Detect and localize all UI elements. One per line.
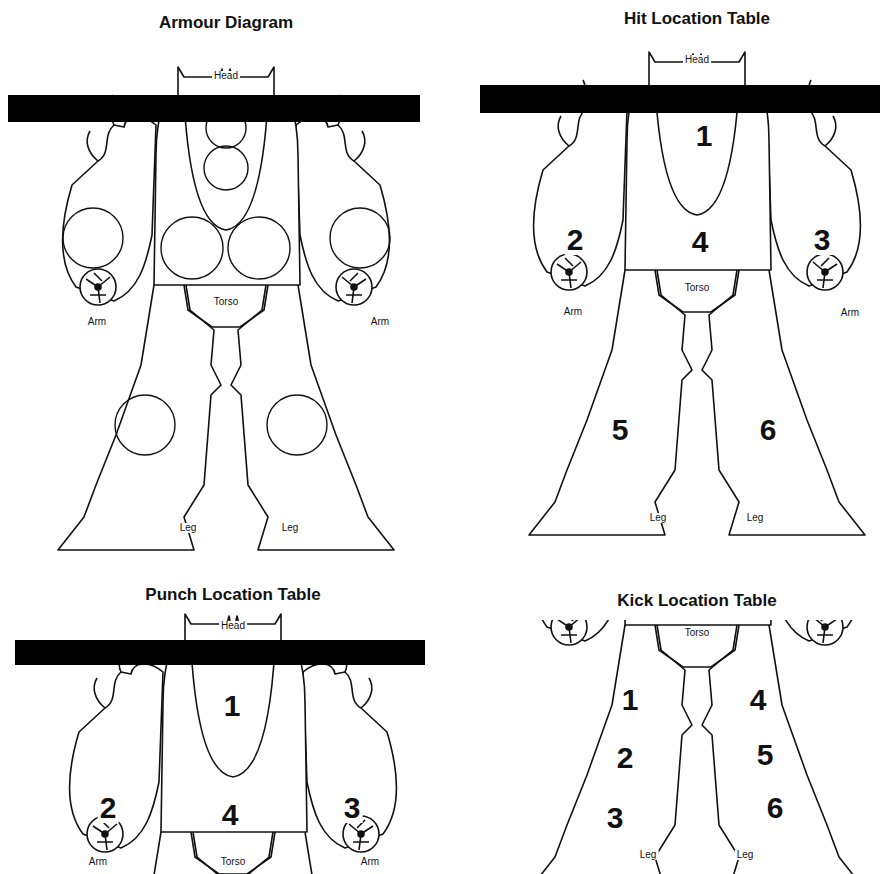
hit-robot (480, 52, 880, 535)
location-number: 3 (605, 803, 626, 833)
part-label: Arm (86, 317, 108, 327)
part-label: Leg (178, 523, 199, 533)
part-label: Arm (359, 857, 381, 867)
part-label: Torso (683, 628, 711, 638)
location-number: 4 (690, 227, 711, 257)
location-number: 5 (755, 740, 776, 770)
part-label: Leg (638, 850, 659, 860)
location-number: 4 (220, 800, 241, 830)
part-label: Arm (369, 317, 391, 327)
panel-title: Hit Location Table (624, 10, 770, 27)
panel-title: Kick Location Table (617, 592, 776, 609)
part-label: Arm (562, 307, 584, 317)
location-number: 1 (620, 685, 641, 715)
part-label: Torso (219, 857, 247, 867)
location-number: 6 (758, 415, 779, 445)
location-number: 1 (694, 121, 715, 151)
part-label: Leg (745, 513, 766, 523)
location-number: 3 (342, 793, 363, 823)
part-label: Leg (280, 523, 301, 533)
part-label: Head (219, 621, 247, 631)
location-number: 2 (98, 793, 119, 823)
part-label: Leg (735, 850, 756, 860)
location-number: 2 (615, 743, 636, 773)
location-number: 5 (610, 415, 631, 445)
panel-title: Punch Location Table (145, 586, 320, 603)
location-number: 4 (748, 685, 769, 715)
armour-robot (8, 67, 420, 550)
kick-robot (529, 620, 865, 874)
part-label: Head (683, 55, 711, 65)
part-label: Arm (87, 857, 109, 867)
location-number: 1 (222, 691, 243, 721)
part-label: Arm (839, 308, 861, 318)
part-label: Torso (212, 297, 240, 307)
location-number: 3 (812, 225, 833, 255)
location-number: 2 (565, 225, 586, 255)
part-label: Leg (648, 513, 669, 523)
punch-robot (15, 614, 425, 874)
part-label: Torso (683, 283, 711, 293)
part-label: Head (212, 71, 240, 81)
panel-title: Armour Diagram (159, 14, 293, 31)
location-number: 6 (765, 793, 786, 823)
